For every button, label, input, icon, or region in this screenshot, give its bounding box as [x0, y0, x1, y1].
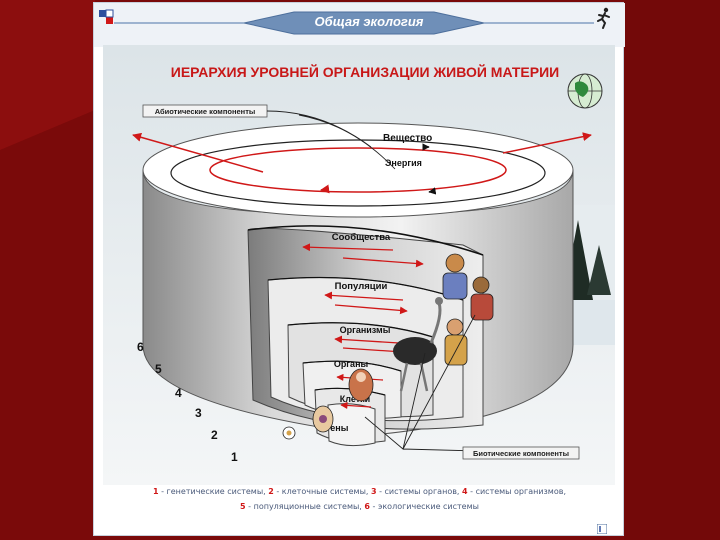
level-label-organs: Органы [334, 359, 369, 369]
legend-text: - системы организмов, [468, 487, 566, 496]
cell-illustration [313, 406, 333, 432]
level-number-4: 4 [175, 386, 182, 400]
legend-text: - системы органов, [377, 487, 462, 496]
legend-line-2: 5 - популяционные системы, 6 - экологиче… [94, 502, 625, 511]
level-number-2: 2 [211, 428, 218, 442]
legend-text: - генетические системы, [159, 487, 269, 496]
level-label-populations: Популяции [335, 281, 388, 292]
level-label-organisms: Организмы [340, 325, 391, 335]
header-title: Общая экология [304, 12, 434, 32]
biotic-components-label: Биотические компоненты [473, 449, 569, 458]
level-label-communities: Сообщества [332, 232, 391, 243]
substance-label: Вещество [383, 133, 432, 144]
diagram-frame: ИЕРАРХИЯ УРОВНЕЙ ОРГАНИЗАЦИИ ЖИВОЙ МАТЕР… [103, 45, 615, 485]
corner-logo-icon[interactable] [98, 9, 114, 25]
level-number-3: 3 [195, 406, 202, 420]
slide-panel: Общая экология [93, 2, 624, 536]
corner-mark-icon [597, 524, 607, 534]
energy-label: Энергия [385, 158, 422, 168]
legend-text: - популяционные системы, [246, 502, 365, 511]
legend-text: - экологические системы [370, 502, 479, 511]
legend-line-1: 1 - генетические системы, 2 - клеточные … [94, 487, 625, 496]
runner-icon[interactable] [594, 7, 614, 29]
diagram-title: ИЕРАРХИЯ УРОВНЕЙ ОРГАНИЗАЦИИ ЖИВОЙ МАТЕР… [171, 63, 559, 80]
gene-illustration [283, 427, 295, 439]
legend-text: - клеточные системы, [274, 487, 371, 496]
globe-icon[interactable] [568, 74, 602, 108]
hierarchy-diagram: ИЕРАРХИЯ УРОВНЕЙ ОРГАНИЗАЦИИ ЖИВОЙ МАТЕР… [103, 45, 615, 485]
level-number-1: 1 [231, 450, 238, 464]
abiotic-components-label: Абиотические компоненты [155, 107, 256, 116]
level-number-5: 5 [155, 362, 162, 376]
level-number-6: 6 [137, 340, 144, 354]
organ-illustration [349, 369, 373, 401]
cylinder-top [143, 123, 573, 217]
